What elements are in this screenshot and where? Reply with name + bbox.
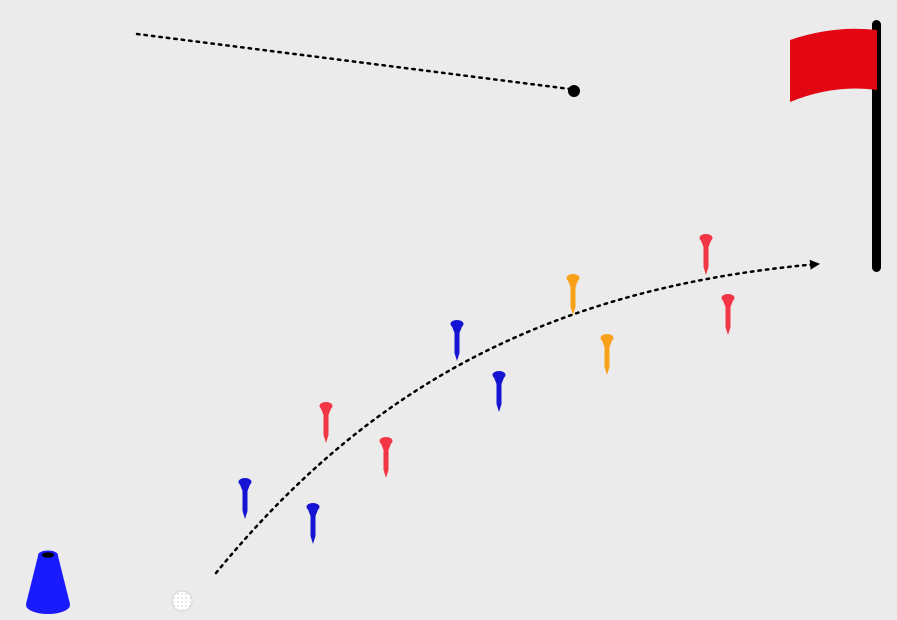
golf-ball-icon <box>172 591 192 611</box>
tees-group <box>239 234 735 544</box>
line-end-dot <box>568 85 580 97</box>
tee-blue-icon <box>307 503 320 544</box>
cone-icon <box>26 551 70 615</box>
flag-cloth <box>790 29 877 102</box>
tee-blue-icon <box>239 478 252 519</box>
tee-red-icon <box>700 234 713 275</box>
flag-icon <box>790 20 881 272</box>
tee-red-icon <box>320 402 333 443</box>
legend-dotted-line <box>137 34 580 97</box>
tee-blue-icon <box>451 320 464 361</box>
tee-blue-icon <box>493 371 506 412</box>
tee-red-icon <box>722 294 735 335</box>
tee-orange-icon <box>601 334 614 375</box>
tee-orange-icon <box>567 274 580 315</box>
tee-red-icon <box>380 437 393 478</box>
